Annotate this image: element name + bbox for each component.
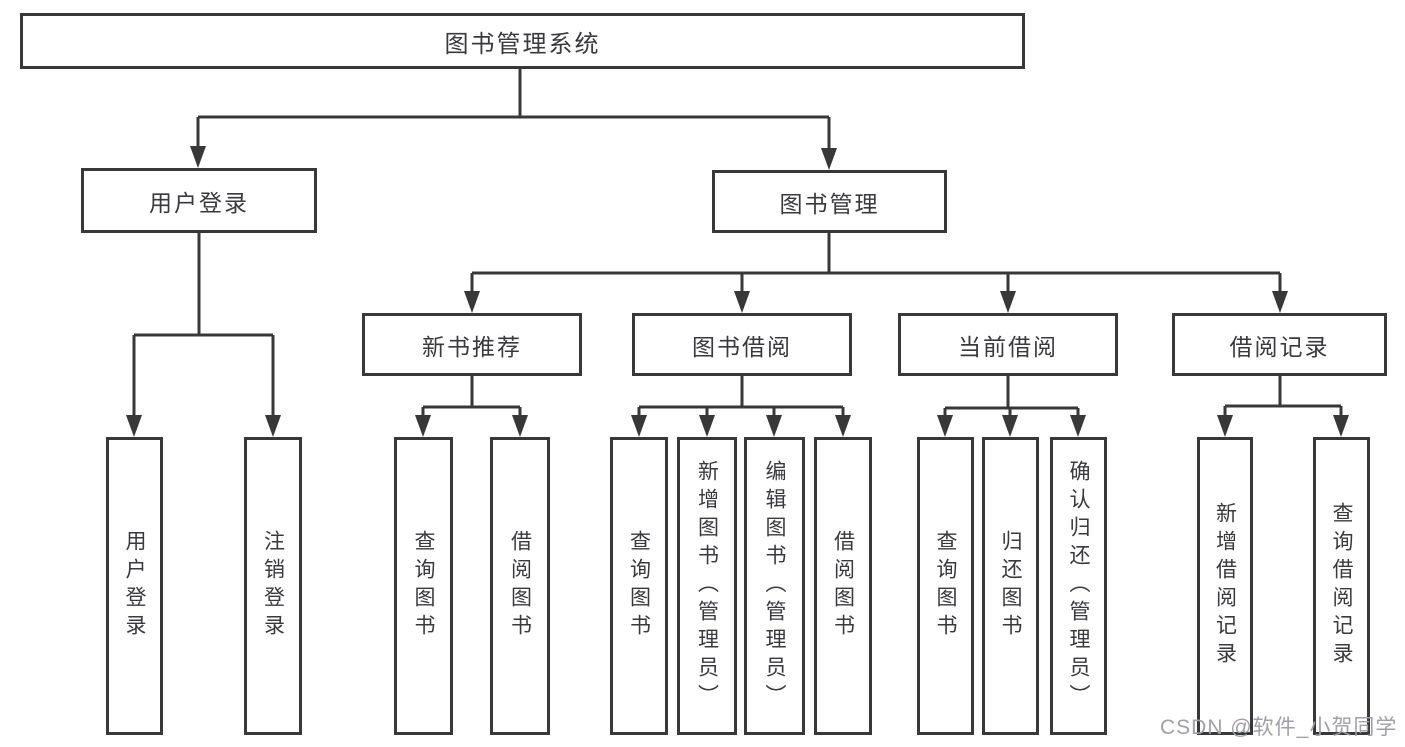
- connector-lines: [132, 69, 1343, 419]
- node-label: 图书管理系统: [444, 30, 601, 58]
- arrowhead-icon: [190, 146, 206, 168]
- arrowhead-icon: [464, 291, 480, 313]
- leaf-borrow-books-recommend: 借阅图书: [490, 437, 550, 735]
- node-label: 图书管理: [779, 190, 880, 217]
- leaf-user-login: 用户登录: [106, 437, 163, 735]
- leaf-query-books-borrowing: 查询图书: [610, 437, 668, 735]
- arrowheads: [126, 146, 1349, 437]
- node-label: 用户登录: [149, 189, 249, 216]
- arrowhead-icon: [126, 415, 142, 437]
- leaf-edit-books-admin: 编辑图书（管理员）: [744, 437, 805, 735]
- node-current-borrowing: 当前借阅: [898, 313, 1118, 376]
- arrowhead-icon: [1333, 415, 1349, 437]
- arrowhead-icon: [1002, 415, 1018, 437]
- node-book-management: 图书管理: [712, 170, 947, 233]
- arrowhead-icon: [766, 415, 782, 437]
- node-label: 图书借阅: [692, 333, 792, 360]
- node-label: 新书推荐: [422, 333, 522, 360]
- csdn-watermark: CSDN @软件_小贺同学: [1160, 716, 1398, 739]
- leaf-return-books: 归还图书: [982, 437, 1039, 735]
- leaf-query-books-recommend: 查询图书: [394, 437, 453, 735]
- node-label: 借阅记录: [1229, 333, 1330, 360]
- leaf-query-borrow-record: 查询借阅记录: [1313, 437, 1370, 735]
- node-label: 新增图书（管理员）: [695, 460, 719, 712]
- leaf-query-books-current: 查询图书: [917, 437, 974, 735]
- node-user-login: 用户登录: [81, 168, 317, 233]
- arrowhead-icon: [265, 415, 281, 437]
- arrowhead-icon: [835, 415, 851, 437]
- node-label: 编辑图书（管理员）: [763, 460, 786, 712]
- arrowhead-icon: [1272, 291, 1288, 313]
- node-root-library-system: 图书管理系统: [20, 13, 1025, 69]
- node-label: 归还图书: [999, 530, 1022, 642]
- node-label: 查询图书: [412, 530, 435, 642]
- node-label: 用户登录: [123, 530, 146, 642]
- arrowhead-icon: [631, 415, 647, 437]
- node-label: 查询借阅记录: [1330, 502, 1353, 670]
- leaf-borrow-books: 借阅图书: [814, 437, 872, 735]
- node-new-book-recommend: 新书推荐: [362, 313, 582, 376]
- arrowhead-icon: [937, 415, 953, 437]
- node-label: 借阅图书: [508, 530, 532, 642]
- node-label: 注销登录: [261, 530, 285, 642]
- node-label: 当前借阅: [958, 333, 1058, 360]
- leaf-add-borrow-record: 新增借阅记录: [1197, 437, 1253, 735]
- node-label: 新增借阅记录: [1213, 502, 1237, 670]
- arrowhead-icon: [1000, 291, 1016, 313]
- arrowhead-icon: [821, 148, 837, 170]
- node-label: 借阅图书: [831, 530, 855, 642]
- arrowhead-icon: [1217, 415, 1233, 437]
- node-label: 查询图书: [627, 530, 651, 642]
- arrowhead-icon: [1070, 415, 1086, 437]
- leaf-confirm-return-admin: 确认归还（管理员）: [1050, 437, 1107, 735]
- arrowhead-icon: [512, 415, 528, 437]
- node-book-borrowing: 图书借阅: [632, 313, 852, 376]
- node-label: 确认归还（管理员）: [1067, 460, 1090, 712]
- node-borrow-records: 借阅记录: [1172, 313, 1387, 376]
- arrowhead-icon: [699, 415, 715, 437]
- node-label: 查询图书: [934, 530, 957, 642]
- arrowhead-icon: [415, 415, 431, 437]
- arrowhead-icon: [734, 291, 750, 313]
- leaf-logout: 注销登录: [244, 437, 302, 735]
- leaf-add-books-admin: 新增图书（管理员）: [677, 437, 737, 735]
